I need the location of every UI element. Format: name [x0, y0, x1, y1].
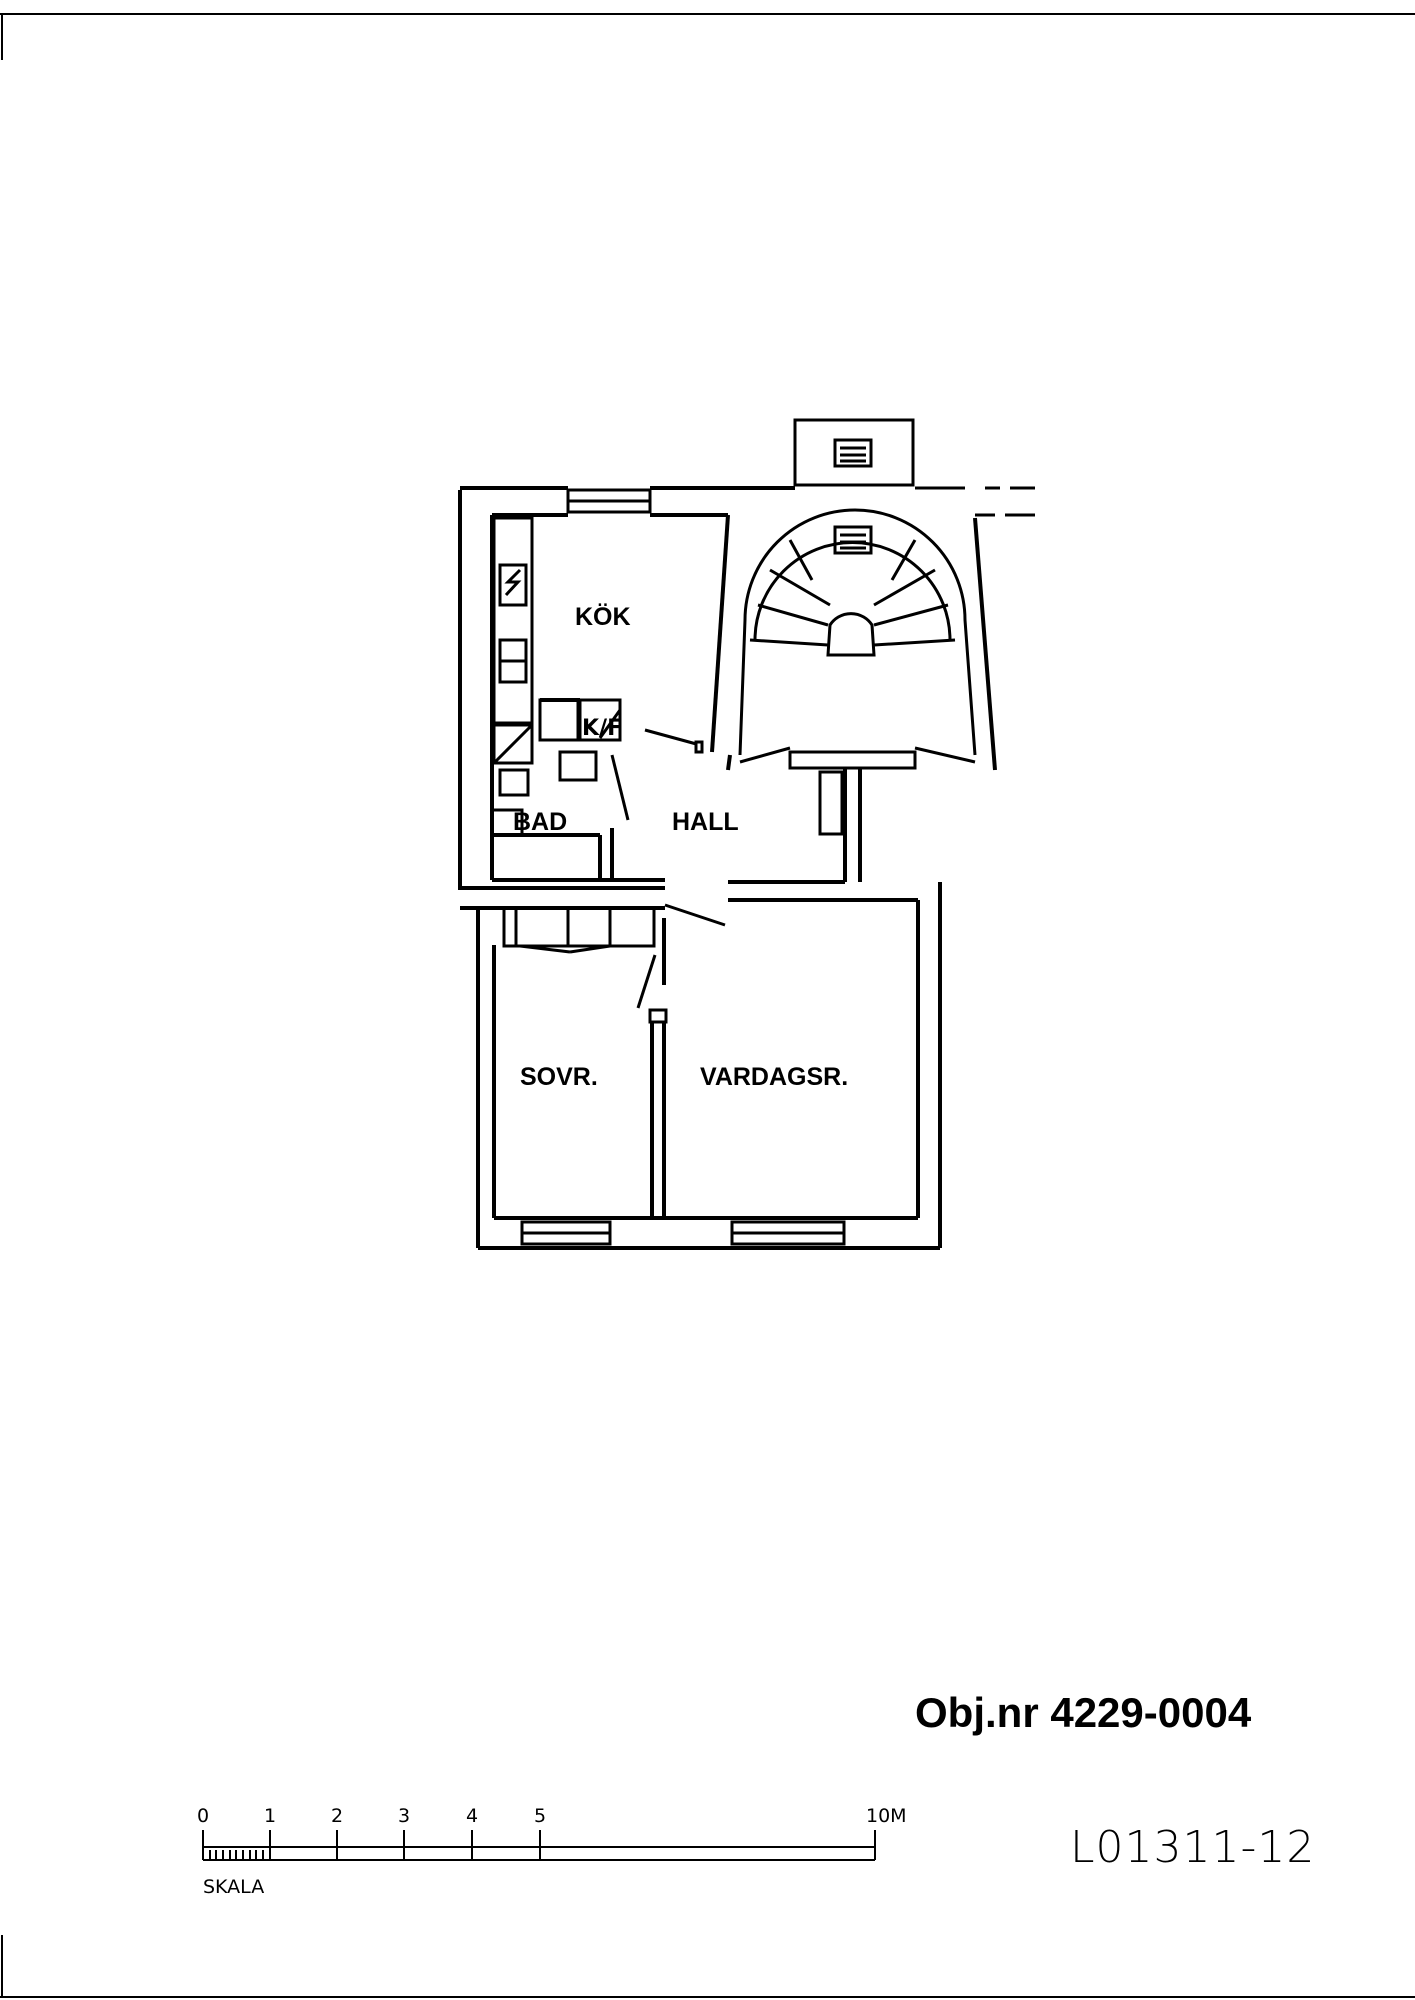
bathroom-label: BAD	[513, 808, 567, 836]
object-number: Obj.nr 4229-0004	[915, 1689, 1252, 1736]
living-room-label: VARDAGSR.	[700, 1063, 848, 1091]
scale-tick-10m: 10M	[866, 1805, 907, 1827]
bathroom-fixtures	[490, 723, 598, 837]
scale-tick-5: 5	[534, 1805, 546, 1827]
kitchen-fixtures	[492, 516, 622, 742]
page-frame	[0, 13, 1415, 1998]
bedroom-label: SOVR.	[520, 1063, 598, 1091]
scale-tick-0: 0	[197, 1805, 209, 1827]
windows	[520, 488, 846, 1246]
doors	[610, 728, 976, 1024]
drawing-number: L01311-12	[1070, 1822, 1315, 1873]
scale-tick-2: 2	[331, 1805, 343, 1827]
kitchen-label: KÖK	[575, 602, 631, 631]
scale-tick-4: 4	[466, 1805, 478, 1827]
scale-bar	[202, 1830, 876, 1861]
scale-tick-1: 1	[264, 1805, 276, 1827]
kitchen-kf-label: K/F	[582, 716, 622, 741]
wardrobe	[502, 906, 656, 954]
staircase	[738, 418, 1035, 756]
hall-label: HALL	[672, 808, 739, 836]
scale-label: SKALA	[203, 1876, 264, 1898]
walls	[458, 486, 997, 1250]
scale-tick-3: 3	[398, 1805, 410, 1827]
